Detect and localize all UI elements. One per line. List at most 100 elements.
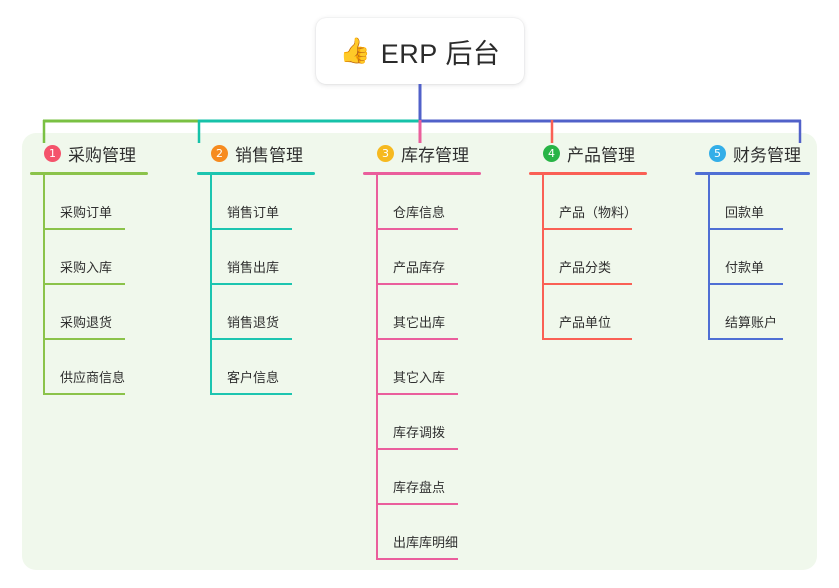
list-item-label: 产品分类: [559, 260, 612, 275]
column-badge-4: 4: [543, 144, 560, 162]
list-item-label: 采购订单: [60, 205, 113, 220]
list-item[interactable]: 库存调拨: [363, 395, 481, 450]
column-header-rule-1: [30, 172, 148, 175]
list-item-rule: [376, 228, 458, 230]
list-item[interactable]: 付款单: [695, 230, 810, 285]
list-item-rule: [708, 228, 783, 230]
column-header-2[interactable]: 2 销售管理: [197, 140, 315, 166]
column-header-rule-4: [529, 172, 647, 175]
list-item-rule: [43, 228, 125, 230]
list-item-label: 其它入库: [393, 370, 446, 385]
column-spine-4: [542, 175, 544, 340]
list-item-rule: [43, 283, 125, 285]
column-header-4[interactable]: 4 产品管理: [529, 140, 647, 166]
list-item-rule: [542, 283, 632, 285]
diagram-panel: [22, 133, 817, 570]
list-item[interactable]: 结算账户: [695, 285, 810, 340]
list-item[interactable]: 采购订单: [30, 175, 148, 230]
list-item[interactable]: 采购入库: [30, 230, 148, 285]
column-items-3: 仓库信息产品库存其它出库其它入库库存调拨库存盘点出库库明细: [363, 175, 481, 560]
list-item-rule: [708, 283, 783, 285]
column-2: 2 销售管理销售订单销售出库销售退货客户信息: [197, 140, 315, 395]
list-item[interactable]: 回款单: [695, 175, 810, 230]
list-item-rule: [542, 338, 632, 340]
list-item[interactable]: 供应商信息: [30, 340, 148, 395]
list-item-label: 产品单位: [559, 315, 612, 330]
list-item[interactable]: 产品（物料）: [529, 175, 647, 230]
list-item-label: 结算账户: [725, 315, 778, 330]
column-items-1: 采购订单采购入库采购退货供应商信息: [30, 175, 148, 395]
list-item-rule: [376, 558, 458, 560]
column-spine-5: [708, 175, 710, 340]
list-item[interactable]: 销售订单: [197, 175, 315, 230]
list-item-rule: [376, 503, 458, 505]
list-item-rule: [542, 228, 632, 230]
list-item[interactable]: 销售退货: [197, 285, 315, 340]
list-item-label: 销售退货: [227, 315, 280, 330]
list-item-rule: [376, 283, 458, 285]
column-header-1[interactable]: 1 采购管理: [30, 140, 148, 166]
list-item-rule: [376, 393, 458, 395]
list-item[interactable]: 产品分类: [529, 230, 647, 285]
list-item[interactable]: 仓库信息: [363, 175, 481, 230]
list-item-rule: [376, 448, 458, 450]
column-badge-1: 1: [44, 144, 61, 162]
list-item-rule: [210, 228, 292, 230]
column-spine-1: [43, 175, 45, 395]
column-items-4: 产品（物料） 产品分类产品单位: [529, 175, 647, 340]
list-item[interactable]: 采购退货: [30, 285, 148, 340]
column-items-2: 销售订单销售出库销售退货客户信息: [197, 175, 315, 395]
list-item[interactable]: 产品单位: [529, 285, 647, 340]
list-item[interactable]: 其它入库: [363, 340, 481, 395]
column-spine-2: [210, 175, 212, 395]
column-header-5[interactable]: 5 财务管理: [695, 140, 810, 166]
list-item-label: 采购入库: [60, 260, 113, 275]
column-title-4: 产品管理: [567, 145, 635, 165]
list-item-label: 仓库信息: [393, 205, 446, 220]
list-item-label: 付款单: [725, 260, 765, 275]
column-badge-5: 5: [709, 144, 726, 162]
column-spine-3: [376, 175, 378, 560]
root-node-label: ERP 后台: [380, 38, 501, 69]
column-header-rule-2: [197, 172, 315, 175]
list-item-label: 回款单: [725, 205, 765, 220]
column-header-rule-5: [695, 172, 810, 175]
list-item-label: 产品（物料）: [559, 205, 638, 220]
list-item-label: 供应商信息: [60, 370, 126, 385]
list-item-rule: [210, 338, 292, 340]
list-item-label: 客户信息: [227, 370, 280, 385]
column-items-5: 回款单付款单结算账户: [695, 175, 810, 340]
list-item[interactable]: 其它出库: [363, 285, 481, 340]
list-item-rule: [708, 338, 783, 340]
list-item[interactable]: 产品库存: [363, 230, 481, 285]
list-item-rule: [376, 338, 458, 340]
list-item-label: 采购退货: [60, 315, 113, 330]
list-item-label: 销售出库: [227, 260, 280, 275]
column-header-rule-3: [363, 172, 481, 175]
column-title-2: 销售管理: [235, 145, 303, 165]
column-title-3: 库存管理: [401, 145, 469, 165]
column-title-5: 财务管理: [733, 145, 801, 165]
column-4: 4 产品管理产品（物料） 产品分类产品单位: [529, 140, 647, 340]
list-item-rule: [210, 283, 292, 285]
list-item[interactable]: 库存盘点: [363, 450, 481, 505]
column-badge-3: 3: [377, 144, 394, 162]
list-item[interactable]: 客户信息: [197, 340, 315, 395]
column-1: 1 采购管理采购订单采购入库采购退货供应商信息: [30, 140, 148, 395]
column-header-3[interactable]: 3 库存管理: [363, 140, 481, 166]
list-item[interactable]: 销售出库: [197, 230, 315, 285]
list-item-label: 出库库明细: [393, 535, 459, 550]
list-item-label: 产品库存: [393, 260, 446, 275]
column-3: 3 库存管理仓库信息产品库存其它出库其它入库库存调拨库存盘点出库库明细: [363, 140, 481, 560]
column-title-1: 采购管理: [68, 145, 136, 165]
list-item-rule: [43, 393, 125, 395]
list-item-label: 库存调拨: [393, 425, 446, 440]
list-item-rule: [43, 338, 125, 340]
list-item-rule: [210, 393, 292, 395]
thumbs-up-icon: 👍: [339, 36, 371, 65]
column-badge-2: 2: [211, 144, 228, 162]
column-5: 5 财务管理回款单付款单结算账户: [695, 140, 810, 340]
root-node[interactable]: 👍 ERP 后台: [316, 18, 524, 84]
list-item-label: 销售订单: [227, 205, 280, 220]
list-item[interactable]: 出库库明细: [363, 505, 481, 560]
